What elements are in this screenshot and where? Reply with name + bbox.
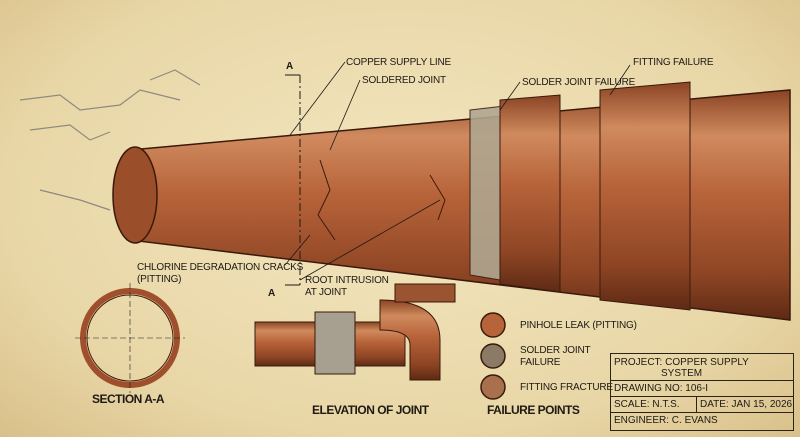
legend-icons (480, 312, 506, 400)
label-fitting-failure: FITTING FAILURE (633, 57, 714, 68)
tb-engineer: ENGINEER: C. EVANS (614, 415, 718, 426)
caption-section: SECTION A-A (92, 392, 165, 406)
fitting (599, 81, 691, 311)
coupling (499, 94, 561, 293)
label-copper-supply-line: COPPER SUPPLY LINE (346, 57, 451, 68)
label-solder-joint-failure: SOLDER JOINT FAILURE (522, 77, 636, 88)
caption-failure-points: FAILURE POINTS (487, 403, 580, 417)
main-pipe (129, 89, 791, 321)
label-chlorine-cracks: CHLORINE DEGRADATION CRACKS (137, 262, 304, 273)
caption-elevation: ELEVATION OF JOINT (312, 403, 429, 417)
legend-solder-joint-2: FAILURE (520, 357, 561, 368)
label-chlorine-cracks-sub: (PITTING) (137, 274, 182, 285)
tb-drawing-no: DRAWING NO: 106-I (611, 381, 793, 397)
label-root-intrusion: ROOT INTRUSION (305, 275, 389, 286)
legend-fitting-fracture: FITTING FRACTURE (520, 382, 613, 393)
legend-solder-joint: SOLDER JOINT (520, 345, 591, 356)
tb-project-2: SYSTEM (661, 368, 703, 379)
cracks (317, 159, 446, 241)
leader-lines (284, 61, 631, 281)
wall-cracks (19, 69, 201, 211)
legend-pinhole-leak: PINHOLE LEAK (PITTING) (520, 320, 637, 331)
label-soldered-joint: SOLDERED JOINT (362, 75, 446, 86)
section-mark-bottom: A (268, 288, 276, 299)
section-mark-top: A (286, 61, 294, 72)
tb-date: DATE: JAN 15, 2026 (697, 397, 793, 413)
tb-scale: SCALE: N.T.S. (611, 397, 697, 413)
pipe-end (112, 146, 158, 244)
section-line (285, 74, 301, 286)
label-root-intrusion-sub: AT JOINT (305, 287, 347, 298)
tb-project: PROJECT: COPPER SUPPLY (614, 357, 749, 368)
elevation-of-joint-drawing (254, 283, 456, 381)
